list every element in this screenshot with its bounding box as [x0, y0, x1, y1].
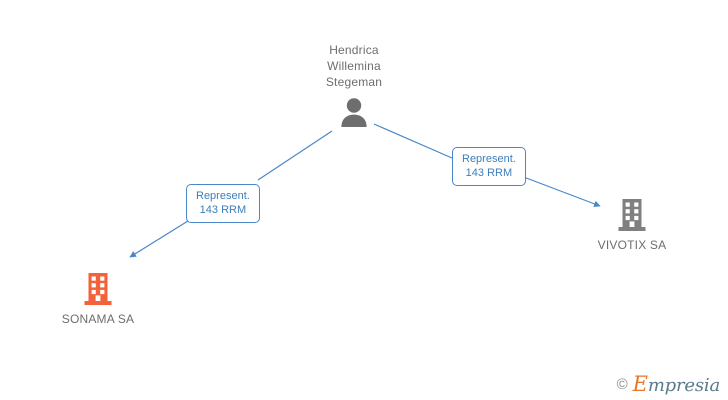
edge-label-sonama[interactable]: Represent. 143 RRM	[186, 184, 260, 223]
person-name: Hendrica Willemina Stegeman	[325, 43, 383, 89]
edge-label-vivotix[interactable]: Represent. 143 RRM	[452, 147, 526, 186]
company-label: VIVOTIX SA	[597, 238, 667, 252]
company-node-vivotix[interactable]: VIVOTIX SA	[567, 198, 697, 252]
person-node[interactable]: Hendrica Willemina Stegeman	[294, 42, 414, 127]
edge-label-role: Represent.	[462, 153, 516, 165]
edge-line-vivotix	[373, 123, 453, 159]
brand-initial: E	[632, 372, 648, 396]
person-icon	[294, 97, 414, 127]
building-icon	[33, 272, 163, 306]
edge-label-code: 143 RRM	[199, 204, 247, 216]
watermark: © Empresia	[616, 372, 721, 396]
edge-line-sonama-arrow	[129, 215, 197, 258]
edge-label-role: Represent.	[196, 190, 250, 202]
company-node-sonama[interactable]: SONAMA SA	[33, 272, 163, 326]
brand-name: Empresia	[632, 372, 721, 396]
copyright-icon: ©	[616, 376, 628, 393]
edge-line-sonama	[257, 130, 333, 181]
brand-rest: mpresia	[647, 375, 720, 396]
company-label: SONAMA SA	[61, 312, 135, 326]
edge-label-code: 143 RRM	[465, 167, 513, 179]
building-icon	[567, 198, 697, 232]
edge-line-vivotix-arrow	[520, 175, 601, 207]
